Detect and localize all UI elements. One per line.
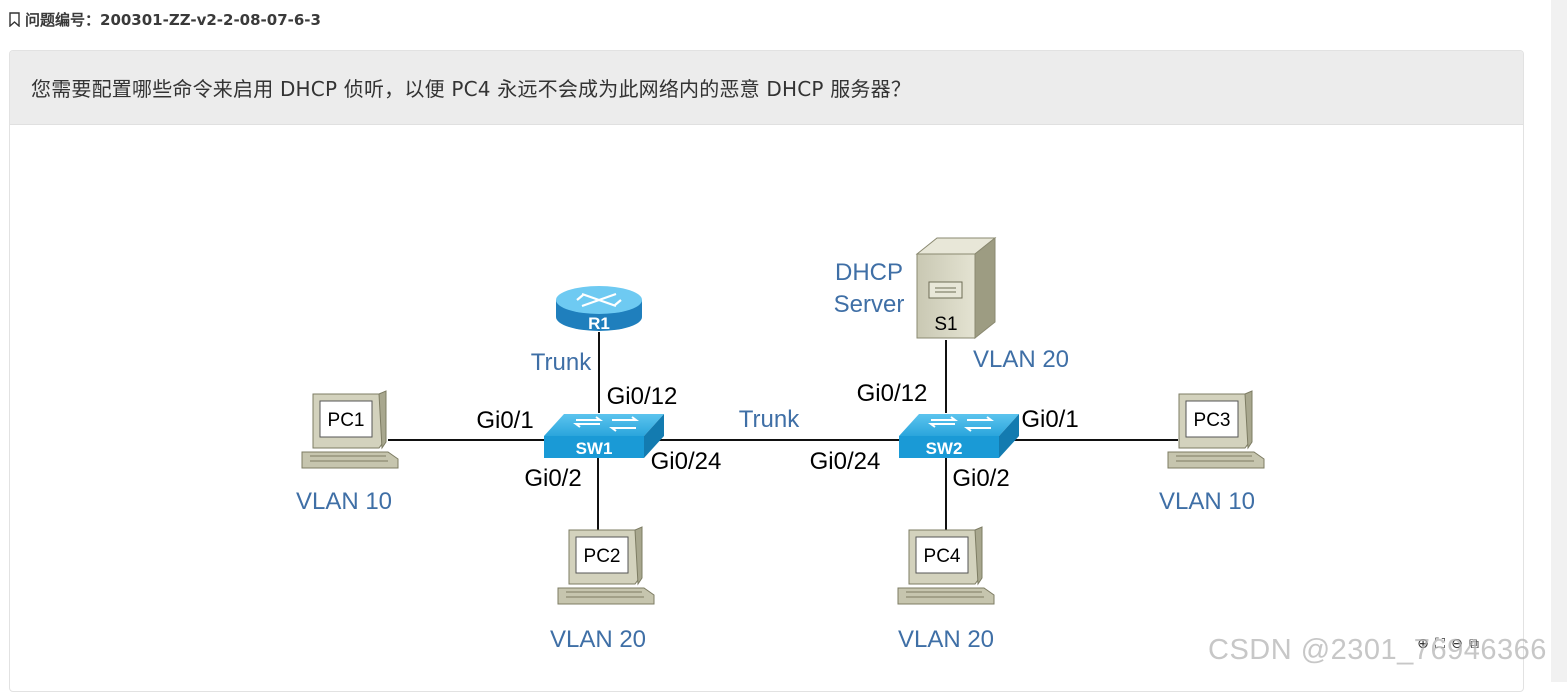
link-trunk-label: Trunk (739, 406, 800, 433)
question-text: 您需要配置哪些命令来启用 DHCP 侦听，以便 PC4 永远不会成为此网络内的恶… (31, 77, 912, 101)
sw2-label: SW2 (926, 439, 963, 458)
router-r1[interactable]: R1 (556, 286, 642, 333)
pc-pc2[interactable]: PC2 (557, 526, 655, 605)
server-icon (928, 281, 963, 299)
dhcp-server-label-1: DHCP (835, 259, 903, 286)
pc1-vlan-label: VLAN 10 (296, 488, 392, 515)
question-card: 您需要配置哪些命令来启用 DHCP 侦听，以便 PC4 永远不会成为此网络内的恶… (9, 50, 1524, 692)
zoom-out-icon[interactable]: ⊖ (1451, 636, 1463, 652)
pc2-label: PC2 (584, 546, 621, 567)
pc4-vlan-label: VLAN 20 (898, 626, 994, 653)
keyboard-icon (301, 451, 399, 469)
sw2-gi0-1-label: Gi0/1 (1021, 406, 1078, 433)
switch-icon (899, 414, 1019, 436)
sw1-gi0-2-label: Gi0/2 (524, 465, 581, 492)
scrollbar[interactable] (1551, 0, 1567, 682)
sw1-gi0-24-label: Gi0/24 (651, 448, 722, 475)
s1-label: S1 (934, 314, 957, 335)
r1-trunk-label: Trunk (531, 349, 592, 376)
keyboard-icon (897, 587, 995, 605)
pc3-label: PC3 (1194, 410, 1231, 431)
sw1-gi0-1-label: Gi0/1 (476, 407, 533, 434)
sw2-gi0-12-label: Gi0/12 (857, 380, 928, 407)
sw1-label: SW1 (576, 439, 613, 458)
pc-pc1[interactable]: PC1 (301, 390, 399, 469)
pc-pc4[interactable]: PC4 (897, 526, 995, 605)
image-toolbar: ⊕ ⛶ ⊖ ⧉ (1416, 636, 1481, 652)
question-id: 问题编号：200301-ZZ-v2-2-08-07-6-3 (8, 8, 321, 30)
open-external-icon[interactable]: ⧉ (1469, 636, 1479, 652)
pc2-vlan-label: VLAN 20 (550, 626, 646, 653)
server-s1[interactable]: S1 (915, 236, 997, 340)
switch-icon (544, 414, 664, 436)
zoom-in-icon[interactable]: ⊕ (1417, 636, 1429, 652)
dhcp-server-label-2: Server (834, 291, 905, 318)
fullscreen-icon[interactable]: ⛶ (1435, 636, 1445, 652)
switch-sw1[interactable]: SW1 (544, 414, 664, 458)
switch-sw2[interactable]: SW2 (899, 414, 1019, 458)
keyboard-icon (557, 587, 655, 605)
pc3-vlan-label: VLAN 10 (1159, 488, 1255, 515)
bookmark-icon[interactable] (8, 11, 21, 27)
question-header: 您需要配置哪些命令来启用 DHCP 侦听，以便 PC4 永远不会成为此网络内的恶… (10, 51, 1523, 125)
pc-pc3[interactable]: PC3 (1167, 390, 1265, 469)
watermark: CSDN @2301_76946366 (1208, 634, 1547, 666)
sw2-gi0-2-label: Gi0/2 (952, 465, 1009, 492)
sw2-gi0-24-label: Gi0/24 (810, 448, 881, 475)
s1-vlan-label: VLAN 20 (973, 346, 1069, 373)
r1-label: R1 (588, 314, 610, 333)
question-id-text: 问题编号：200301-ZZ-v2-2-08-07-6-3 (25, 10, 321, 29)
sw1-gi0-12-label: Gi0/12 (607, 383, 678, 410)
links (388, 332, 1178, 530)
pc1-label: PC1 (328, 410, 365, 431)
pc4-label: PC4 (924, 546, 961, 567)
keyboard-icon (1167, 451, 1265, 469)
